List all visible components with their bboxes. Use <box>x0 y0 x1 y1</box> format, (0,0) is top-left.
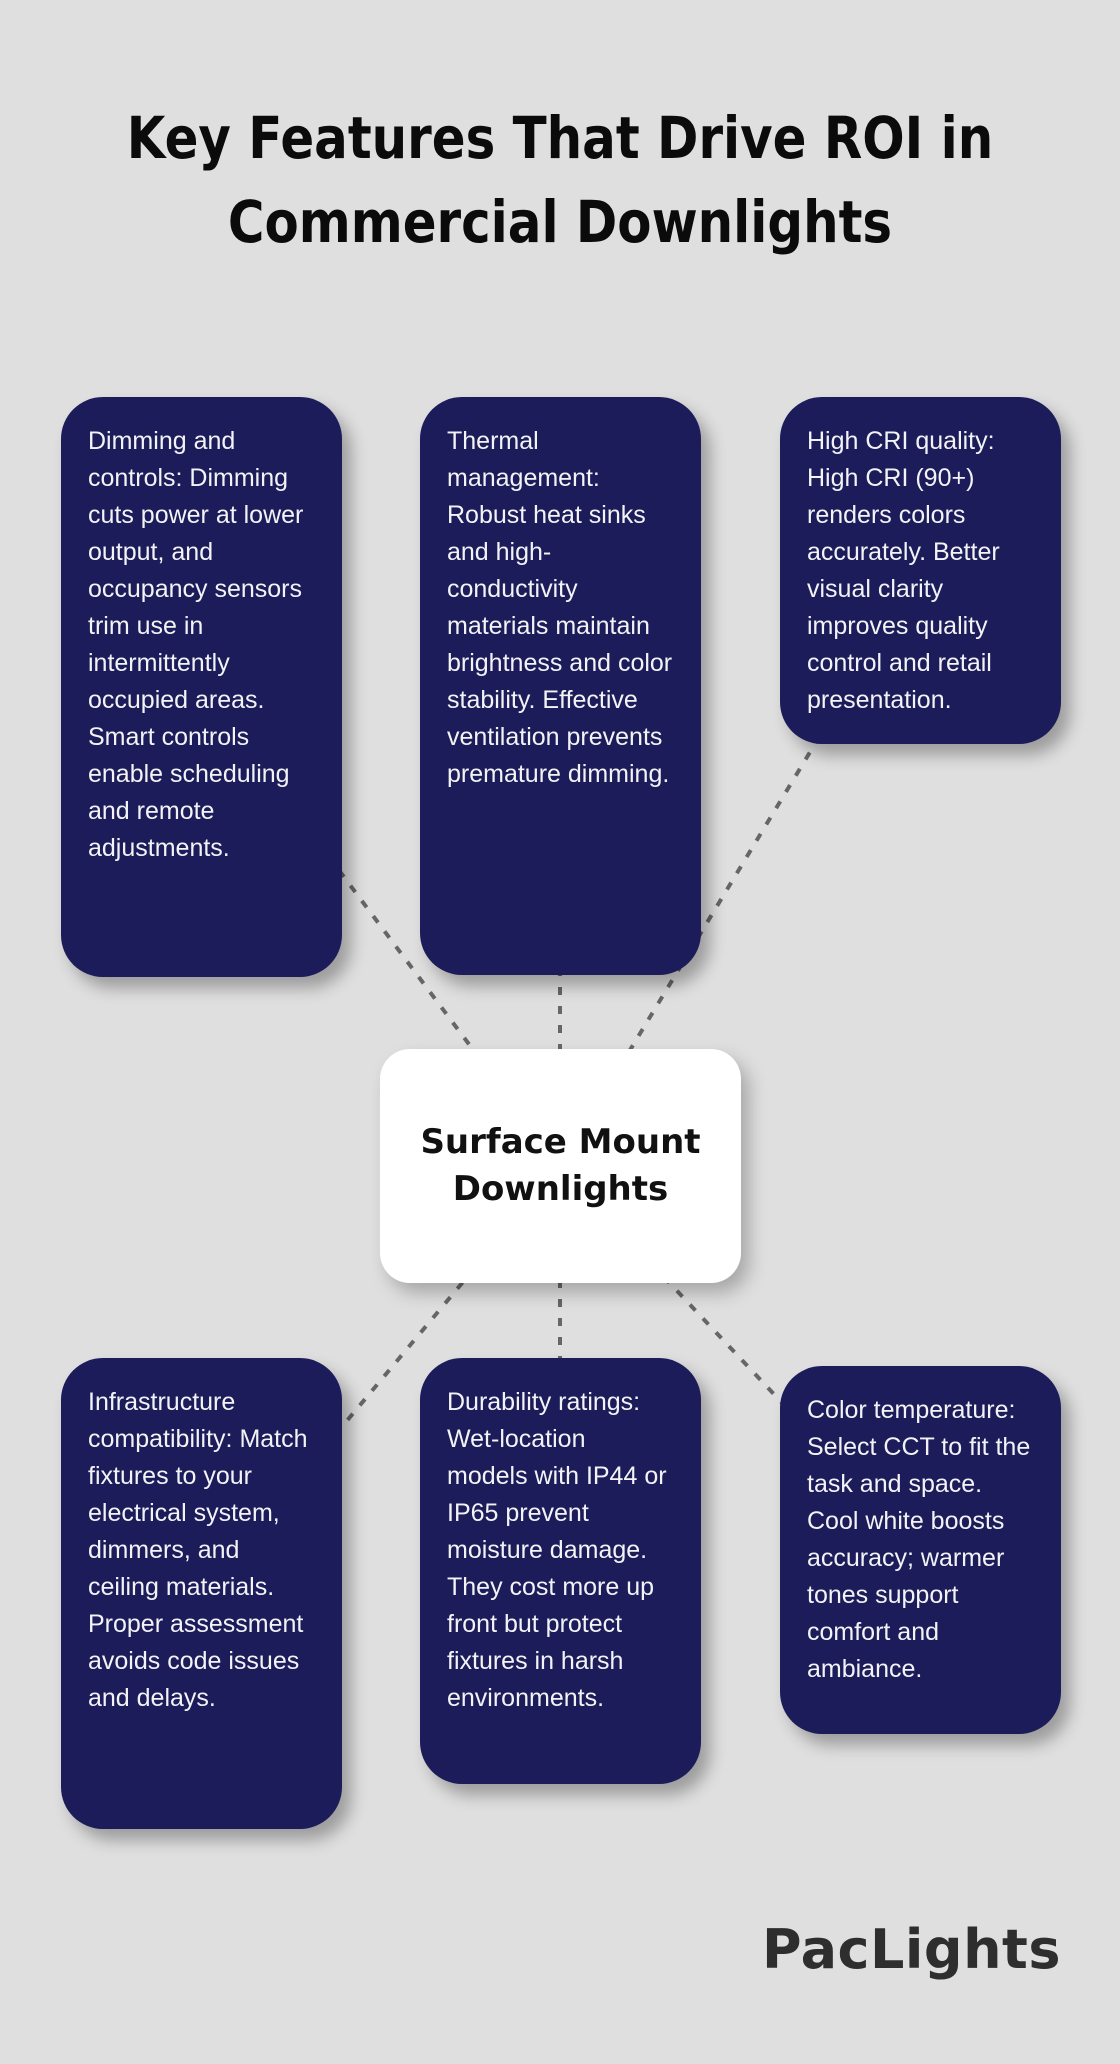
feature-card-infrastructure-compatibility-text: Infrastructure compatibility: Match fixt… <box>88 1388 308 1712</box>
feature-card-high-cri-quality-text: High CRI quality: High CRI (90+) renders… <box>807 427 1000 714</box>
feature-card-durability-ratings-text: Durability ratings: Wet-location models … <box>447 1388 667 1712</box>
feature-card-color-temperature: Color temperature: Select CCT to fit the… <box>780 1366 1061 1734</box>
feature-card-thermal-management: Thermal management: Robust heat sinks an… <box>420 397 701 975</box>
feature-card-infrastructure-compatibility: Infrastructure compatibility: Match fixt… <box>61 1358 342 1829</box>
feature-card-high-cri-quality: High CRI quality: High CRI (90+) renders… <box>780 397 1061 744</box>
center-node-surface-mount-downlights: Surface Mount Downlights <box>380 1049 741 1283</box>
feature-card-dimming-controls: Dimming and controls: Dimming cuts power… <box>61 397 342 977</box>
paclights-logo: PacLights <box>761 1918 1061 1981</box>
feature-card-thermal-management-text: Thermal management: Robust heat sinks an… <box>447 427 673 788</box>
page-title-line-1: Key Features That Drive ROI in <box>126 104 994 172</box>
center-node-label: Surface Mount Downlights <box>420 1122 701 1209</box>
page-title-line-2: Commercial Downlights <box>227 188 893 256</box>
feature-card-dimming-controls-text: Dimming and controls: Dimming cuts power… <box>88 427 304 862</box>
feature-card-durability-ratings: Durability ratings: Wet-location models … <box>420 1358 701 1784</box>
feature-card-color-temperature-text: Color temperature: Select CCT to fit the… <box>807 1396 1031 1683</box>
page-title: Key Features That Drive ROI in Commercia… <box>0 96 1120 264</box>
